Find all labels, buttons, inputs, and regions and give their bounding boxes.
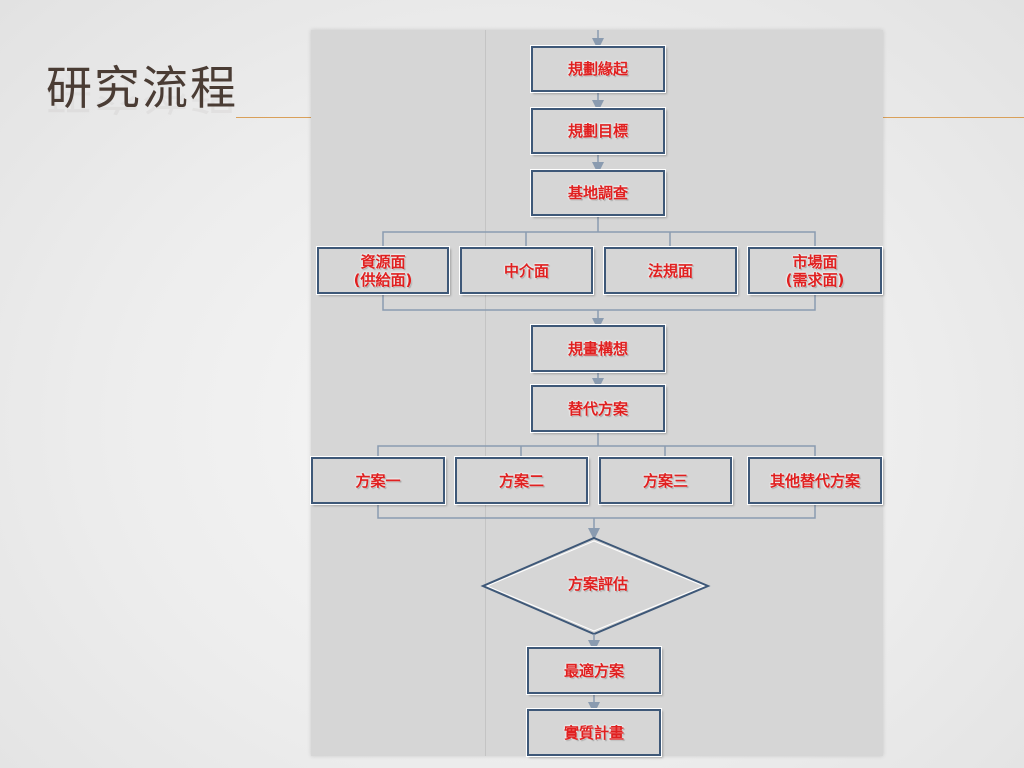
node-planning-concept: 規畫構想: [531, 325, 665, 372]
page-title: 研究流程: [46, 61, 238, 115]
node-planning-origin: 規劃緣起: [531, 46, 665, 92]
node-intermediary-aspect: 中介面: [460, 247, 593, 294]
connector-split-bar-2: [377, 445, 816, 456]
node-planning-goal: 規劃目標: [531, 108, 665, 154]
node-implementation-plan: 實質計畫: [527, 709, 661, 756]
node-option-three: 方案三: [599, 457, 732, 504]
node-label: 最適方案: [563, 661, 624, 680]
node-label: 基地調查: [567, 184, 628, 202]
node-alternatives: 替代方案: [531, 385, 665, 432]
connector-merge-bar-1: [382, 294, 816, 311]
connector-split-bar-1: [382, 231, 816, 246]
node-option-one: 方案一: [311, 457, 445, 504]
node-other-alternatives: 其他替代方案: [748, 457, 882, 504]
node-resource-aspect: 資源面 (供給面): [317, 247, 449, 294]
node-best-option: 最適方案: [527, 647, 661, 694]
node-label-line1: 資源面: [360, 252, 406, 271]
node-label: 規畫構想: [567, 339, 628, 358]
node-label-line2: (需求面): [785, 270, 845, 289]
node-option-two: 方案二: [455, 457, 588, 504]
connector-merge-bar-2: [377, 504, 816, 519]
node-site-survey: 基地調查: [531, 170, 665, 216]
node-market-aspect: 市場面 (需求面): [748, 247, 882, 294]
node-label: 方案二: [498, 471, 544, 490]
node-label: 其他替代方案: [769, 471, 860, 490]
node-label: 中介面: [503, 261, 549, 280]
node-label: 規劃緣起: [567, 60, 628, 78]
node-label: 方案評估: [567, 575, 628, 593]
node-label: 實質計畫: [563, 723, 624, 742]
node-label: 法規面: [647, 261, 693, 280]
node-label-line2: (供給面): [353, 270, 413, 289]
node-label: 方案一: [355, 471, 401, 490]
node-label: 替代方案: [567, 399, 628, 418]
evaluation-diamond-highlight: [485, 540, 706, 632]
evaluation-label-wrap: 方案評估: [548, 574, 648, 593]
panel-divider: [485, 30, 486, 756]
node-regulation-aspect: 法規面: [604, 247, 737, 294]
node-label: 方案三: [642, 471, 688, 490]
node-label-line1: 市場面: [792, 252, 838, 271]
node-label: 規劃目標: [567, 122, 628, 140]
